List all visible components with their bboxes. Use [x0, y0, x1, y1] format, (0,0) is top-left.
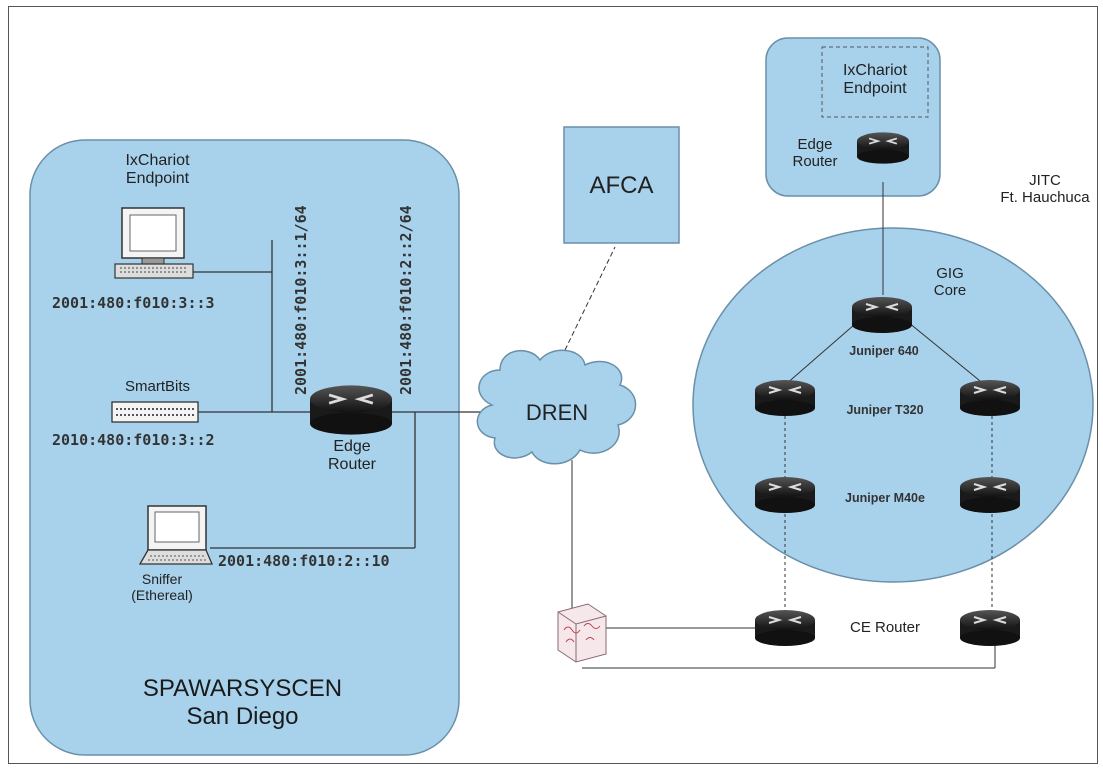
jitc-site-line2: Ft. Hauchuca: [1000, 189, 1090, 207]
afca-box: [563, 126, 680, 244]
gig-label-line2: Core: [933, 282, 967, 300]
ce-router-label: CE Router: [849, 619, 921, 636]
sniffer-address: 2001:480:f010:2::10: [218, 552, 390, 570]
juniper-640-label: Juniper 640: [849, 344, 919, 358]
jitc-ixchariot-box: [821, 46, 929, 118]
wan-links: [564, 182, 996, 669]
sniffer-label: Sniffer (Ethereal): [122, 571, 202, 603]
subnet-3-label: 2001:480:f010:3::1/64: [292, 205, 310, 395]
jitc-site-line1: JITC: [1029, 172, 1061, 189]
sniffer-laptop-icon: [138, 505, 213, 565]
jitc-edge-router-label: Edge Router: [780, 136, 850, 171]
jitc-ixchariot-label: IxChariot Endpoint: [822, 62, 928, 99]
san-diego-links: [188, 240, 500, 549]
dren-cloud: [476, 349, 637, 465]
juniper-m40e-right-router-icon: [960, 477, 1020, 513]
jitc-edge-router-icon: [857, 132, 909, 164]
gig-dashed-links: [784, 410, 993, 610]
smartbits-address: 2010:480:f010:3::2: [52, 431, 215, 449]
san-diego-edge-router-icon: [310, 385, 392, 435]
sniffer-label-line1: Sniffer: [141, 571, 183, 587]
juniper-t320-label: Juniper T320: [846, 403, 924, 417]
jitc-ixchariot-line1: IxChariot: [842, 62, 908, 79]
juniper-m40e-label: Juniper M40e: [845, 491, 925, 505]
ixchariot-address: 2001:480:f010:3::3: [52, 294, 215, 312]
juniper-t320-right-router-icon: [960, 380, 1020, 416]
juniper-640-router-icon: [852, 297, 912, 333]
dren-label: DREN: [525, 400, 589, 425]
san-diego-site: [29, 139, 460, 756]
subnet-2-label: 2001:480:f010:2::2/64: [397, 205, 415, 395]
ixchariot-label-line2: Endpoint: [125, 170, 190, 188]
spawarsyscen-label: SPAWARSYSCEN San Diego: [80, 675, 405, 730]
gig-core-label: GIG Core: [915, 265, 985, 300]
smartbits-device-icon: [111, 401, 199, 423]
jitc-ixchariot-line2: Endpoint: [843, 80, 907, 98]
juniper-t320-left-router-icon: [755, 380, 815, 416]
ce-router-right-icon: [960, 610, 1020, 646]
jitc-edge-router-line1: Edge: [797, 136, 833, 153]
site-city: San Diego: [186, 702, 299, 730]
smartbits-label: SmartBits: [124, 378, 190, 395]
jitc-site-label: JITC Ft. Hauchuca: [995, 172, 1095, 207]
ce-router-left-icon: [755, 610, 815, 646]
edge-router-label-line1: Edge: [333, 438, 371, 455]
ixchariot-computer-icon: [114, 207, 194, 279]
jitc-edge-router-line2: Router: [792, 153, 838, 171]
juniper-m40e-left-router-icon: [755, 477, 815, 513]
site-name: SPAWARSYSCEN: [142, 675, 343, 702]
gig-label-line1: GIG: [936, 265, 964, 282]
ixchariot-label: IxChariot Endpoint: [95, 152, 220, 189]
ixchariot-label-line1: IxChariot: [125, 152, 190, 169]
edge-router-label: Edge Router: [310, 438, 394, 475]
ce-switch-icon: [557, 603, 607, 663]
afca-label: AFCA: [589, 172, 654, 199]
edge-router-label-line2: Router: [327, 456, 377, 474]
sniffer-label-line2: (Ethereal): [131, 587, 193, 604]
